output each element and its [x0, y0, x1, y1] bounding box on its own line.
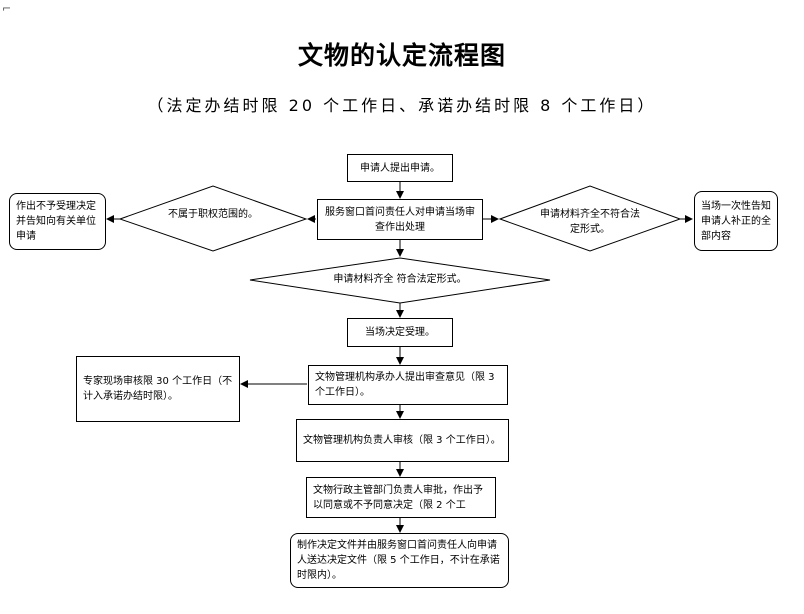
corner-mark: ⌐ [2, 2, 12, 15]
accept-node: 当场决定受理。 [347, 318, 453, 347]
incomplete-text: 申请材料齐全不符合法定形式。 [540, 209, 640, 235]
approval-node: 文物行政主管部门负责人审批，作出予以同意或不予同意决定（限 2 个工 [306, 477, 496, 518]
complete-text: 申请材料齐全 符合法定形式。 [333, 274, 467, 285]
complete-diamond [249, 257, 551, 304]
officer-review-node: 文物管理机构负责人审核（限 3 个工作日）。 [296, 419, 509, 462]
not-scope-diamond [118, 185, 308, 252]
inform-supplement-node: 当场一次性告知申请人补正的全部内容 [694, 191, 778, 251]
not-scope-text: 不属于职权范围的。 [168, 209, 258, 220]
page-subtitle: （法定办结时限 20 个工作日、承诺办结时限 8 个工作日） [147, 96, 657, 115]
apply-node: 申请人提出申请。 [347, 154, 453, 182]
handler-opinion-node: 文物管理机构承办人提出审查意见（限 3 个工作日）。 [308, 365, 508, 405]
review-node: 服务窗口首问责任人对申请当场审查作出处理 [317, 199, 483, 240]
expert-review-node: 专家现场审核限 30 个工作日（不计入承诺办结时限）。 [76, 356, 240, 422]
reject-notify-node: 作出不予受理决定并告知向有关单位申请 [9, 193, 106, 250]
page-title: 文物的认定流程图 [297, 41, 506, 70]
deliver-node: 制作决定文件并由服务窗口首问责任人向申请人送达决定文件（限 5 个工作日，不计在… [290, 533, 509, 588]
